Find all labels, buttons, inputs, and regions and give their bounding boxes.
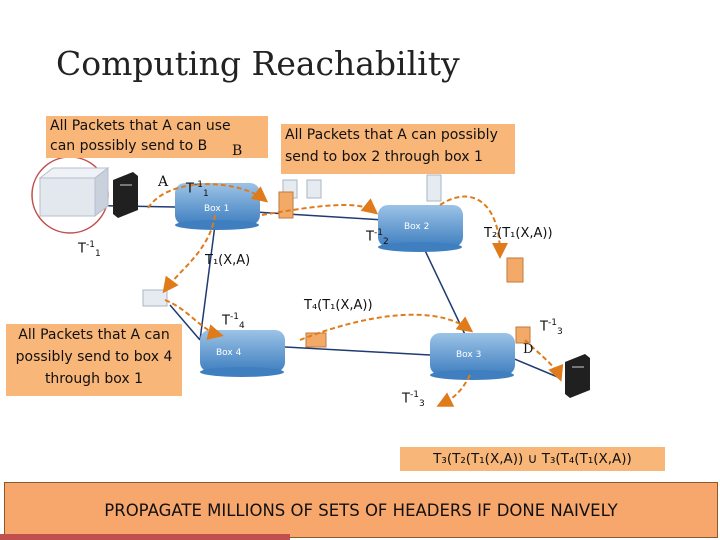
t1-inverse-left-sub: 1: [94, 248, 101, 259]
page-title: Computing Reachability: [56, 44, 460, 83]
footer-banner: PROPAGATE MILLIONS OF SETS OF HEADERS IF…: [4, 482, 718, 538]
t3-inverse-label-right: T-13: [540, 318, 563, 337]
box-3-label: Box 3: [456, 350, 482, 360]
t1-inverse-sub: 1: [202, 188, 209, 199]
node-label-a: A: [158, 174, 169, 190]
callout-a-to-b-line1: All Packets that A can use: [50, 118, 231, 134]
node-label-b: B: [232, 143, 243, 159]
propagation-arrows: [147, 183, 564, 407]
t1-inverse-sup: -1: [193, 180, 203, 190]
callout-a-to-b: All Packets that A can use can possibly …: [46, 116, 268, 158]
t3-inverse-right-sub: 3: [556, 326, 563, 337]
footer-accent-bar: [0, 534, 290, 540]
t1-inverse-label-box1: T-11: [186, 180, 209, 199]
router-box-3: [430, 333, 515, 380]
callout-a-to-box4-line3: through box 1: [44, 371, 144, 387]
router-box-1: [175, 183, 260, 230]
box-2-label: Box 2: [404, 222, 430, 232]
device-icons: [142, 174, 442, 307]
t3-inverse-bottom-prefix: T: [402, 391, 410, 407]
t1-inverse-left-prefix: T: [78, 241, 86, 257]
callout-a-to-box2: All Packets that A can possibly send to …: [281, 124, 515, 174]
t3-inverse-right-prefix: T: [540, 319, 548, 335]
t4t1-label: T₄(T₁(X,A)): [304, 298, 373, 313]
server-a-icon: [113, 172, 138, 218]
t2-inverse-sub: 2: [382, 236, 389, 247]
t3-inverse-label-bottom: T-13: [402, 390, 425, 409]
callout-a-to-box2-line1: All Packets that A can possibly: [285, 127, 498, 143]
callout-a-to-box4-line1: All Packets that A can: [18, 327, 170, 343]
t3-inverse-bottom-sub: 3: [418, 398, 425, 409]
callout-final-expression: T₃(T₂(T₁(X,A)) ∪ T₃(T₄(T₁(X,A)): [400, 447, 665, 471]
callout-a-to-b-line2: can possibly send to B: [50, 138, 208, 154]
t4-inverse-prefix: T: [222, 313, 230, 329]
t1-inverse-label-left: T-11: [78, 240, 101, 259]
router-box-2: [378, 205, 463, 252]
t2-inverse-label: T-12: [366, 228, 389, 247]
router-box-4: [200, 330, 285, 377]
t1-inverse-left-sup: -1: [85, 240, 95, 250]
t2-inverse-prefix: T: [366, 229, 374, 245]
t2t1-label: T₂(T₁(X,A)): [484, 226, 553, 241]
box-4-label: Box 4: [216, 348, 242, 358]
t3-inverse-right-sup: -1: [547, 318, 557, 328]
filter-box-icons: [278, 191, 531, 348]
server-d-icon: [565, 354, 590, 398]
node-label-d: D: [523, 342, 534, 357]
t4-inverse-label: T-14: [222, 312, 245, 331]
t4-inverse-sub: 4: [238, 320, 245, 331]
t2-inverse-sup: -1: [373, 228, 383, 238]
callout-a-to-box2-line2: send to box 2 through box 1: [285, 149, 483, 165]
host-a-icon: [31, 156, 110, 234]
t1xa-label: T₁(X,A): [205, 253, 251, 268]
box-1-label: Box 1: [204, 204, 230, 214]
t4-inverse-sup: -1: [229, 312, 239, 322]
callout-a-to-box4-line2: possibly send to box 4: [15, 349, 173, 365]
callout-a-to-box4: All Packets that A can possibly send to …: [6, 324, 182, 396]
t1-inverse-prefix: T: [186, 181, 194, 197]
t3-inverse-bottom-sup: -1: [409, 390, 419, 400]
